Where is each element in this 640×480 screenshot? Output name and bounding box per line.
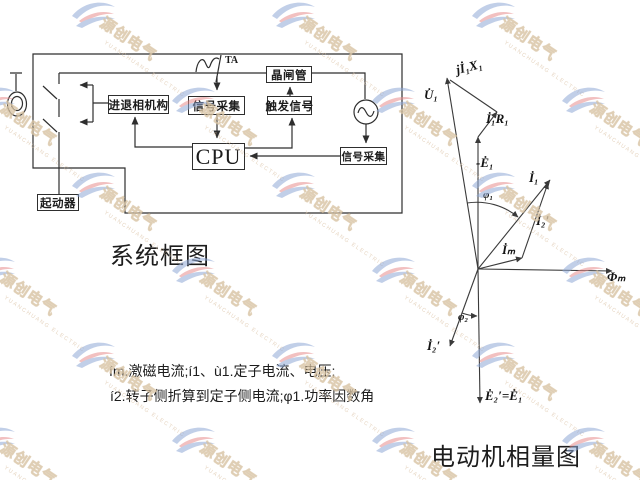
watermark-swoosh-logo (72, 2, 115, 28)
watermark-swoosh-logo (472, 2, 515, 28)
system-frame (6, 53, 403, 214)
watermark-swoosh-logo (372, 87, 415, 113)
phasor-label-i1r1: İ₁R₁ (486, 111, 509, 126)
watermark-sub-text: YUANCHUANG ELECTRIC (592, 125, 640, 184)
watermark-brand-text: 源创电气 (0, 99, 60, 150)
box-phase-mechanism: 进退相机构 (108, 95, 169, 114)
watermark-brand-text: 源创电气 (96, 184, 160, 235)
box-cpu: CPU (192, 143, 245, 170)
phasor-label-im: İₘ (502, 242, 516, 257)
watermark-sub-text: YUANCHUANG ELECTRIC (203, 465, 286, 480)
watermark-brand-text: 源创电气 (296, 14, 360, 65)
phasor-label-phi-m: Φₘ (607, 269, 626, 284)
watermark-swoosh-logo (272, 2, 315, 28)
watermark-swoosh-logo (0, 257, 15, 276)
watermark-brand-text: 源创电气 (496, 184, 560, 235)
watermark-swoosh-logo (172, 427, 215, 453)
current-transformer-label: TA (225, 55, 239, 66)
phasor-label-neg-e1: -Ė₁ (476, 155, 494, 170)
watermark-brand-text: 源创电气 (396, 99, 460, 150)
phasor-vectors (444, 77, 613, 404)
watermark-sub-text: YUANCHUANG ELECTRIC (3, 465, 86, 480)
watermark-sub-text: YUANCHUANG ELECTRIC (302, 210, 386, 269)
watermark-swoosh-logo (372, 257, 415, 283)
watermark-swoosh-logo (0, 87, 15, 106)
watermark-brand-text: 源创电气 (0, 439, 60, 480)
phasor-label-u1: U̇₁ (424, 87, 438, 102)
phasor-label-i2-prime-upper: İ₂′ (536, 213, 550, 228)
watermark-swoosh-logo (472, 342, 515, 368)
watermark-sub-text: YUANCHUANG ELECTRIC (402, 125, 486, 184)
watermark-brand-text: 源创电气 (196, 269, 260, 320)
watermark-sub-text: YUANCHUANG ELECTRIC (2, 125, 86, 184)
watermark-sub-text: YUANCHUANG ELECTRIC (593, 465, 640, 480)
watermark-sub-text: YUANCHUANG ELECTRIC (2, 295, 86, 354)
box-signal-acquisition-left: 信号采集 (188, 96, 245, 115)
phasor-label-ji1x1: jİ₁X₁ (454, 56, 484, 77)
box-signal-acquisition-right: 信号采集 (340, 147, 387, 165)
watermark-sub-text: YUANCHUANG ELECTRIC (592, 295, 640, 354)
phasor-label-e2-eq-e1: Ė₂′=Ė₁ (485, 388, 523, 403)
legend-note-line1: ím.激磁电流;í1、ù1.定子电流、电压; (109, 363, 336, 379)
watermark-swoosh-logo (272, 172, 315, 198)
watermark-sub-text: YUANCHUANG ELECTRIC (502, 40, 586, 99)
watermark-brand-text: 源创电气 (586, 99, 640, 150)
watermark-swoosh-logo (562, 87, 605, 113)
phasor-label-phi1: φ₁ (483, 189, 494, 201)
watermark-sub-text: YUANCHUANG ELECTRIC (202, 295, 286, 354)
block-diagram-title: 系统框图 (110, 243, 210, 270)
watermark-sub-text: YUANCHUANG ELECTRIC (402, 295, 486, 354)
watermark-brand-text: 源创电气 (196, 439, 260, 480)
watermark-brand-text: 源创电气 (296, 184, 360, 235)
watermark-sub-text: YUANCHUANG ELECTRIC (102, 40, 186, 99)
watermark-brand-text: 源创电气 (496, 14, 560, 65)
watermark-sub-text: YUANCHUANG ELECTRIC (302, 40, 386, 99)
box-starter: 起动器 (37, 194, 79, 211)
watermark-swoosh-logo (372, 427, 415, 453)
box-thyristor: 晶闸管 (266, 66, 312, 83)
box-trigger-signal: 触发信号 (266, 96, 313, 115)
watermark-brand-text: 源创电气 (396, 269, 460, 320)
phasor-label-i1: İ₁ (529, 170, 539, 185)
watermark-swoosh-logo (0, 427, 15, 446)
phasor-diagram-title: 电动机相量图 (431, 444, 581, 471)
watermark-swoosh-logo (562, 257, 605, 283)
watermark-brand-text: 源创电气 (96, 14, 160, 65)
phasor-label-i2-prime-lower: İ₂′ (427, 338, 441, 353)
phasor-label-phi2: φ₂ (458, 311, 469, 323)
legend-note-line2: í2.转子侧折算到定子侧电流;φ1.功率因数角 (110, 388, 375, 404)
watermark-brand-text: 源创电气 (0, 269, 60, 320)
watermark-brand-text: 源创电气 (586, 439, 640, 480)
